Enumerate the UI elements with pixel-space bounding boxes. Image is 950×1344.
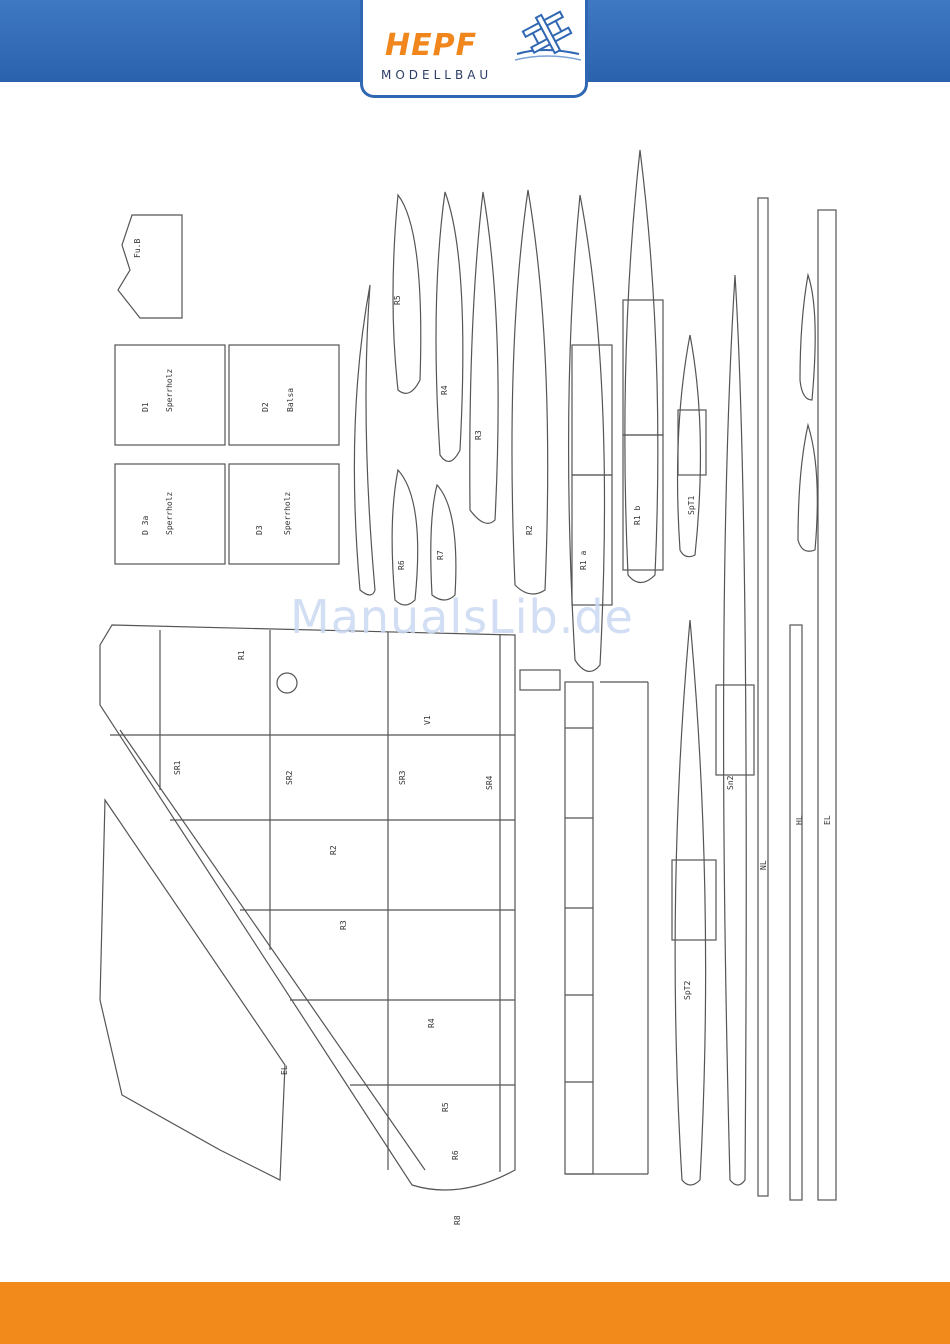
label-d2-material: Balsa <box>286 388 295 412</box>
label-r3: R3 <box>474 430 483 440</box>
label-spt2: SpT2 <box>683 981 692 1000</box>
label-r4: R4 <box>440 385 449 395</box>
strip-hl <box>790 625 802 1200</box>
label-fin-el: EL <box>280 1065 289 1075</box>
label-sr4: SR4 <box>485 775 494 790</box>
rib-r6 <box>392 470 418 605</box>
label-r6: R6 <box>397 560 406 570</box>
strip-te <box>565 682 593 1174</box>
fin-part <box>100 800 285 1180</box>
label-wing-r2: R2 <box>329 845 338 855</box>
strip-el <box>818 210 836 1200</box>
footer-bar <box>0 1282 950 1344</box>
rib-r7 <box>431 485 456 600</box>
watermark-text: ManualsLib.de <box>290 590 634 644</box>
label-spt1: SpT1 <box>687 496 696 515</box>
label-sn2: Sn2 <box>726 775 735 790</box>
spar-spt2 <box>675 620 706 1185</box>
spar-spt1 <box>678 335 701 557</box>
label-v1: V1 <box>423 715 432 725</box>
label-r1b: R1 b <box>633 506 642 525</box>
strip-nl <box>758 198 768 1196</box>
label-wing-r1: R1 <box>237 650 246 660</box>
label-d1: D1 <box>141 402 150 412</box>
label-r1a: R1 a <box>579 551 588 570</box>
label-sr2: SR2 <box>285 770 294 785</box>
label-el: EL <box>823 815 832 825</box>
label-wing-r5: R5 <box>441 1102 450 1112</box>
label-r5: R5 <box>393 295 402 305</box>
label-d4-material: Sperrholz <box>165 491 174 535</box>
label-fus-top: Fu.B <box>133 239 142 258</box>
label-wing-r6: R6 <box>451 1150 460 1160</box>
label-sr1: SR1 <box>173 760 182 775</box>
label-r2: R2 <box>525 525 534 535</box>
label-nl: NL <box>759 860 768 870</box>
rib-r8 <box>354 285 375 595</box>
label-r7: R7 <box>436 550 445 560</box>
rib-r4 <box>436 192 463 461</box>
label-hl: HL <box>795 815 804 825</box>
label-d4: D 3a <box>141 516 150 535</box>
label-d2: D2 <box>261 402 270 412</box>
spar-sn2 <box>724 275 747 1185</box>
rib-r5 <box>393 195 421 393</box>
label-wing-r3: R3 <box>339 920 348 930</box>
label-d1-material: Sperrholz <box>165 368 174 412</box>
label-sr3: SR3 <box>398 770 407 785</box>
label-wing-r4: R4 <box>427 1018 436 1028</box>
label-d3: D3 <box>255 525 264 535</box>
rib-r3 <box>470 192 498 523</box>
part-d2 <box>229 345 339 445</box>
label-d3-material: Sperrholz <box>283 491 292 535</box>
fuselage-top-part <box>118 215 182 318</box>
label-wing-r8: R8 <box>453 1215 462 1225</box>
wing-outline <box>100 625 515 1190</box>
